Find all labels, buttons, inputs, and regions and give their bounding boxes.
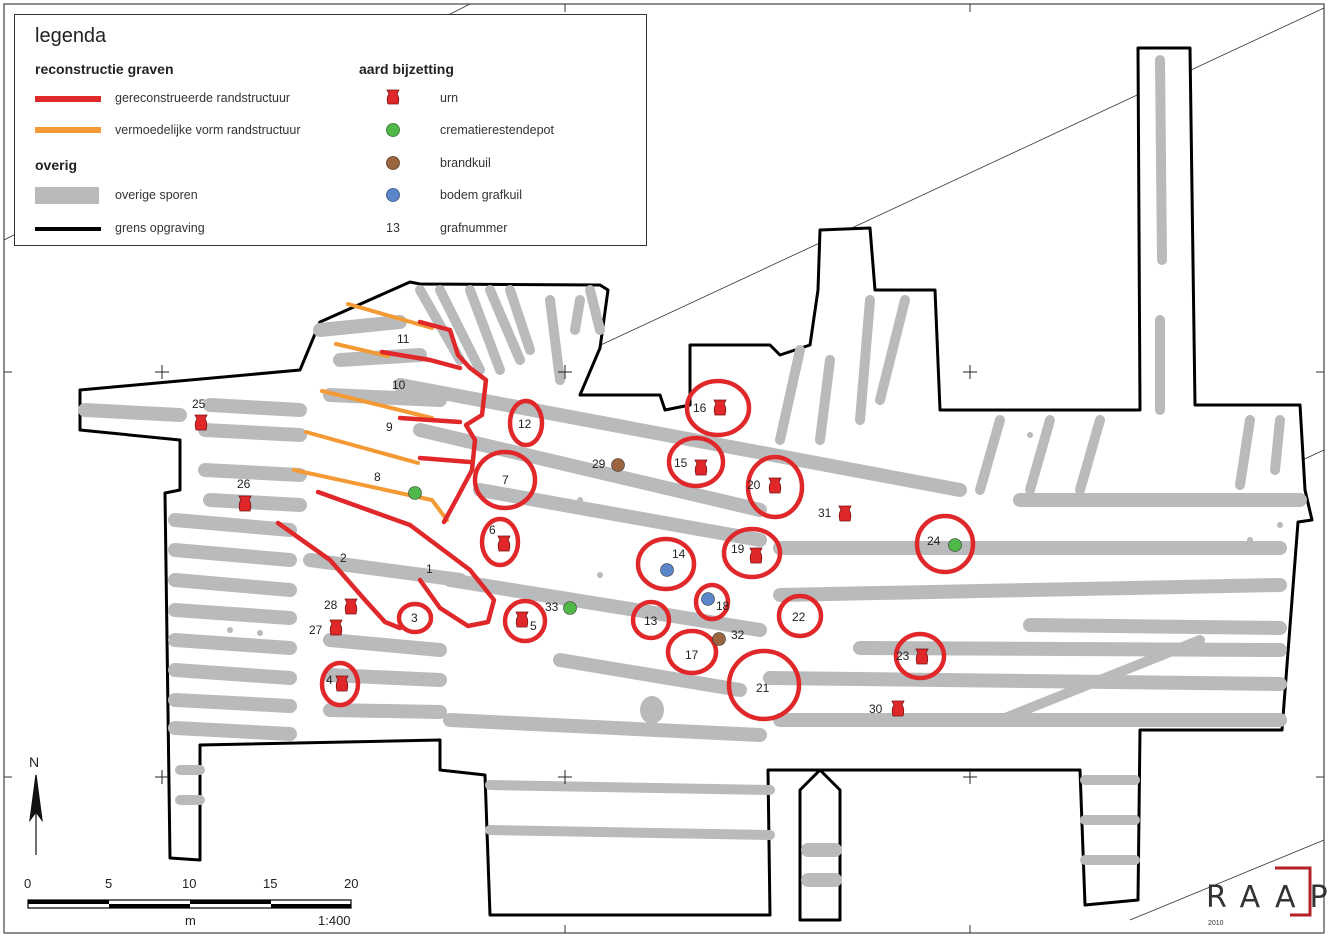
- grave-number-20: 20: [747, 478, 761, 492]
- scale-tick-20: 20: [344, 876, 359, 891]
- reconstructed-ring-structures: [275, 319, 976, 722]
- grave-number-14: 14: [672, 547, 686, 561]
- grave-number-30: 30: [869, 702, 883, 716]
- legend-label-cremation-deposit: crematierestendepot: [440, 123, 554, 137]
- legend-label-reconstructed: gereconstrueerde randstructuur: [115, 91, 291, 105]
- grave-number-21: 21: [756, 681, 770, 695]
- north-label: N: [29, 754, 40, 770]
- raap-logo-frame: [1275, 866, 1312, 917]
- burial-symbols: [194, 399, 962, 717]
- legend-label-presumed: vermoedelijke vorm randstructuur: [115, 123, 301, 137]
- grave-number-5: 5: [530, 619, 537, 633]
- grave-numbers: 1234567891011121314151617181920212223242…: [192, 332, 941, 716]
- grave-number-17: 17: [685, 648, 699, 662]
- urn-icon-grave-4: [335, 675, 349, 692]
- legend-title: legenda: [35, 25, 107, 47]
- grave-number-15: 15: [674, 456, 688, 470]
- grave-number-31: 31: [818, 506, 832, 520]
- dot-icon-grave-8: [408, 486, 422, 500]
- grave-number-33: 33: [545, 600, 559, 614]
- legend-grave-number-symbol: 13: [386, 221, 400, 235]
- grave-number-7: 7: [502, 473, 509, 487]
- grave-number-26: 26: [237, 477, 251, 491]
- grave-number-9: 9: [386, 420, 393, 434]
- legend-label-boundary: grens opgraving: [115, 221, 205, 235]
- grave-number-19: 19: [731, 542, 745, 556]
- grave-number-4: 4: [326, 673, 333, 687]
- dot-icon-grave-32: [712, 632, 726, 646]
- presumed-ring-structure: [292, 302, 449, 522]
- legend: legenda reconstructie graven aard bijzet…: [14, 14, 647, 246]
- grave-number-32: 32: [731, 628, 745, 642]
- grave-number-11: 11: [397, 332, 410, 346]
- swatch-presumed: [35, 127, 101, 133]
- urn-icon-grave-5: [515, 611, 529, 628]
- urn-icon-grave-30: [891, 700, 905, 717]
- urn-icon-grave-26: [238, 495, 252, 512]
- legend-label-fire-pit: brandkuil: [440, 156, 491, 170]
- urn-icon-grave-19: [749, 547, 763, 564]
- grave-number-1: 1: [426, 562, 433, 576]
- urn-icon-grave-31: [838, 505, 852, 522]
- dot-icon-grave-18: [701, 592, 715, 606]
- north-arrow: [29, 774, 43, 855]
- swatch-reconstructed: [35, 96, 101, 102]
- scale-tick-15: 15: [263, 876, 278, 891]
- urn-icon-grave-15: [694, 459, 708, 476]
- urn-icon-grave-23: [915, 648, 929, 665]
- legend-section-graves: reconstructie graven: [35, 61, 174, 77]
- urn-icon-grave-6: [497, 535, 511, 552]
- grave-number-16: 16: [693, 401, 707, 415]
- scale-tick-5: 5: [105, 876, 113, 891]
- grave-number-10: 10: [392, 378, 406, 392]
- swatch-other-features: [35, 187, 99, 204]
- swatch-boundary: [35, 227, 101, 231]
- scale-tick-0: 0: [24, 876, 32, 891]
- legend-label-urn: urn: [440, 91, 459, 105]
- grave-number-28: 28: [324, 598, 338, 612]
- grave-number-6: 6: [489, 523, 496, 537]
- blue-dot-icon: [386, 188, 400, 202]
- scale-bar: [27, 899, 352, 909]
- grave-number-25: 25: [192, 397, 206, 411]
- legend-section-burial: aard bijzetting: [359, 61, 454, 77]
- grave-number-13: 13: [644, 614, 658, 628]
- grave-number-12: 12: [518, 417, 532, 431]
- urn-icon-grave-28: [344, 598, 358, 615]
- grave-number-2: 2: [340, 551, 347, 565]
- legend-section-other: overig: [35, 157, 78, 173]
- legend-label-grave-pit: bodem grafkuil: [440, 188, 522, 202]
- grave-number-8: 8: [374, 470, 381, 484]
- dot-icon-grave-29: [611, 458, 625, 472]
- scale-unit: m: [185, 913, 196, 928]
- scale-ratio: 1:400: [318, 913, 351, 928]
- raap-logo-year: 2010: [1208, 920, 1224, 927]
- grave-number-29: 29: [592, 457, 606, 471]
- legend-label-other-features: overige sporen: [115, 188, 198, 202]
- urn-icon-grave-20: [768, 477, 782, 494]
- grave-number-18: 18: [716, 599, 730, 613]
- scale-tick-10: 10: [182, 876, 197, 891]
- urn-icon-grave-27: [329, 619, 343, 636]
- grave-number-22: 22: [792, 610, 806, 624]
- brown-dot-icon: [386, 156, 400, 170]
- grave-number-24: 24: [927, 534, 941, 548]
- dot-icon-grave-14: [660, 563, 674, 577]
- dot-icon-grave-24: [948, 538, 962, 552]
- urn-icon-grave-25: [194, 414, 208, 431]
- urn-icon: [386, 89, 400, 105]
- dot-icon-grave-33: [563, 601, 577, 615]
- grave-number-23: 23: [896, 649, 910, 663]
- green-dot-icon: [386, 123, 400, 137]
- raap-logo: RAAP: [1206, 880, 1328, 915]
- grave-number-27: 27: [309, 623, 323, 637]
- legend-label-grave-number: grafnummer: [440, 221, 508, 235]
- grid-crosses: [155, 365, 977, 784]
- urn-icon-grave-16: [713, 399, 727, 416]
- grave-number-3: 3: [411, 611, 418, 625]
